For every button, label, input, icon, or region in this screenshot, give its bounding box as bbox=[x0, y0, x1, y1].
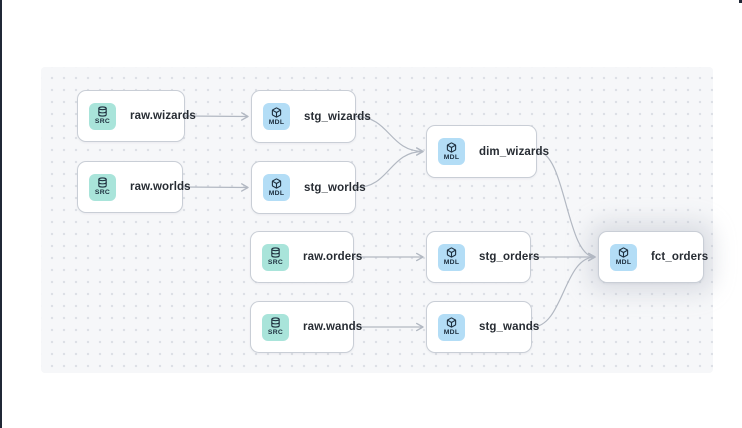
dag-node-stg_wizards[interactable]: MDL stg_wizards bbox=[251, 90, 371, 143]
model-type-badge: MDL bbox=[610, 243, 637, 271]
dag-node-stg_orders[interactable]: MDL stg_orders bbox=[426, 231, 539, 283]
model-type-badge: MDL bbox=[263, 103, 290, 130]
node-label: stg_wands bbox=[479, 321, 540, 333]
dag-node-stg_worlds[interactable]: MDL stg_worlds bbox=[251, 161, 366, 214]
source-type-badge: SRC bbox=[89, 102, 116, 130]
badge-label: SRC bbox=[94, 189, 111, 196]
window-left-edge bbox=[0, 0, 2, 428]
database-icon bbox=[270, 247, 281, 258]
node-label: stg_wizards bbox=[304, 110, 371, 123]
node-label: raw.orders bbox=[303, 251, 363, 263]
dag-node-fct_orders[interactable]: MDL fct_orders bbox=[598, 231, 708, 283]
cube-icon bbox=[618, 247, 629, 258]
node-label: dim_wizards bbox=[479, 145, 550, 158]
dag-node-stg_wands[interactable]: MDL stg_wands bbox=[426, 301, 539, 353]
model-type-badge: MDL bbox=[438, 313, 465, 341]
model-type-badge: MDL bbox=[438, 243, 465, 271]
badge-label: SRC bbox=[94, 118, 111, 125]
cube-icon bbox=[271, 177, 282, 189]
cube-icon bbox=[446, 141, 457, 153]
model-type-badge: MDL bbox=[438, 138, 465, 165]
dag-node-raw.orders[interactable]: SRC raw.orders bbox=[250, 231, 362, 283]
badge-label: SRC bbox=[267, 259, 284, 266]
dag-node-dim_wizards[interactable]: MDL dim_wizards bbox=[426, 125, 549, 178]
cube-icon bbox=[446, 247, 457, 258]
source-type-badge: SRC bbox=[262, 243, 289, 271]
dag-node-raw.worlds[interactable]: SRC raw.worlds bbox=[77, 161, 191, 213]
source-type-badge: SRC bbox=[89, 173, 116, 201]
badge-label: MDL bbox=[268, 118, 285, 126]
node-label: raw.worlds bbox=[130, 181, 191, 193]
dag-node-raw.wizards[interactable]: SRC raw.wizards bbox=[77, 90, 196, 142]
badge-label: MDL bbox=[443, 153, 460, 161]
cube-icon bbox=[446, 317, 457, 328]
database-icon bbox=[270, 317, 281, 328]
database-icon bbox=[97, 106, 108, 117]
window-corner-artifact bbox=[739, 0, 742, 3]
badge-label: SRC bbox=[267, 329, 284, 336]
node-label: fct_orders bbox=[651, 251, 709, 263]
cube-icon bbox=[271, 106, 282, 118]
node-label: raw.wizards bbox=[130, 110, 196, 122]
dag-node-raw.wands[interactable]: SRC raw.wands bbox=[250, 301, 362, 353]
badge-label: MDL bbox=[443, 259, 460, 266]
node-label: raw.wands bbox=[303, 321, 363, 333]
badge-label: MDL bbox=[615, 259, 632, 266]
badge-label: MDL bbox=[443, 329, 460, 336]
node-label: stg_worlds bbox=[304, 181, 366, 194]
lineage-dag-canvas[interactable] bbox=[41, 67, 713, 373]
source-type-badge: SRC bbox=[262, 313, 289, 341]
badge-label: MDL bbox=[268, 189, 285, 197]
node-label: stg_orders bbox=[479, 251, 540, 263]
model-type-badge: MDL bbox=[263, 174, 290, 201]
database-icon bbox=[97, 177, 108, 188]
